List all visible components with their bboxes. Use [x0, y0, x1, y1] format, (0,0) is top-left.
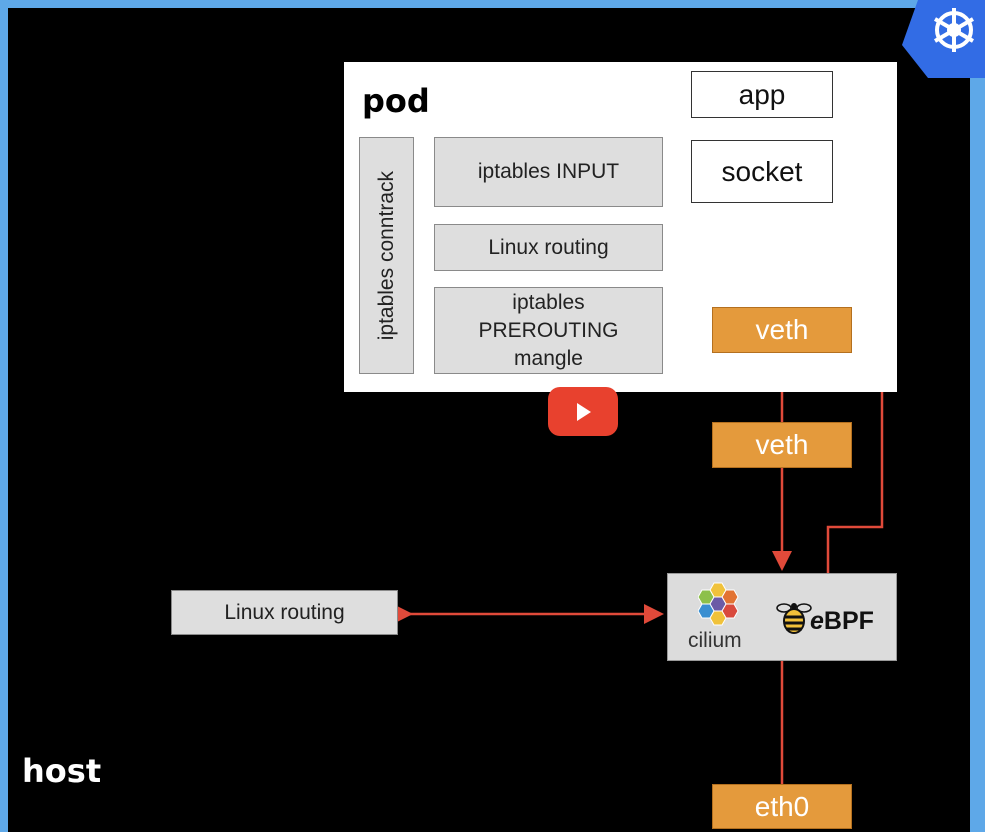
ebpf-bpf: BPF	[823, 607, 874, 635]
cilium-hexagon-icon	[698, 582, 739, 626]
linux-routing-pod-box: Linux routing	[434, 224, 663, 271]
iptables-conntrack-label: iptables conntrack	[374, 170, 398, 341]
veth-pod-box: veth	[712, 307, 852, 353]
host-label: host	[22, 752, 102, 790]
app-box: app	[691, 71, 833, 118]
socket-box: socket	[691, 140, 833, 203]
ebpf-label: eBPF	[810, 607, 874, 636]
youtube-play-icon	[577, 403, 591, 421]
youtube-play-button[interactable]	[548, 387, 618, 436]
pod-label: pod	[362, 82, 430, 120]
veth-host-box: veth	[712, 422, 852, 468]
kubernetes-logo-icon	[902, 0, 985, 78]
eth0-box: eth0	[712, 784, 852, 829]
ebpf-bee-icon	[776, 603, 812, 634]
cilium-label: cilium	[688, 629, 742, 652]
iptables-input-box: iptables INPUT	[434, 137, 663, 207]
ebpf-e: e	[810, 607, 824, 635]
iptables-prerouting-box: iptables PREROUTING mangle	[434, 287, 663, 374]
linux-routing-host-box: Linux routing	[171, 590, 398, 635]
iptables-conntrack-box: iptables conntrack	[359, 137, 414, 374]
